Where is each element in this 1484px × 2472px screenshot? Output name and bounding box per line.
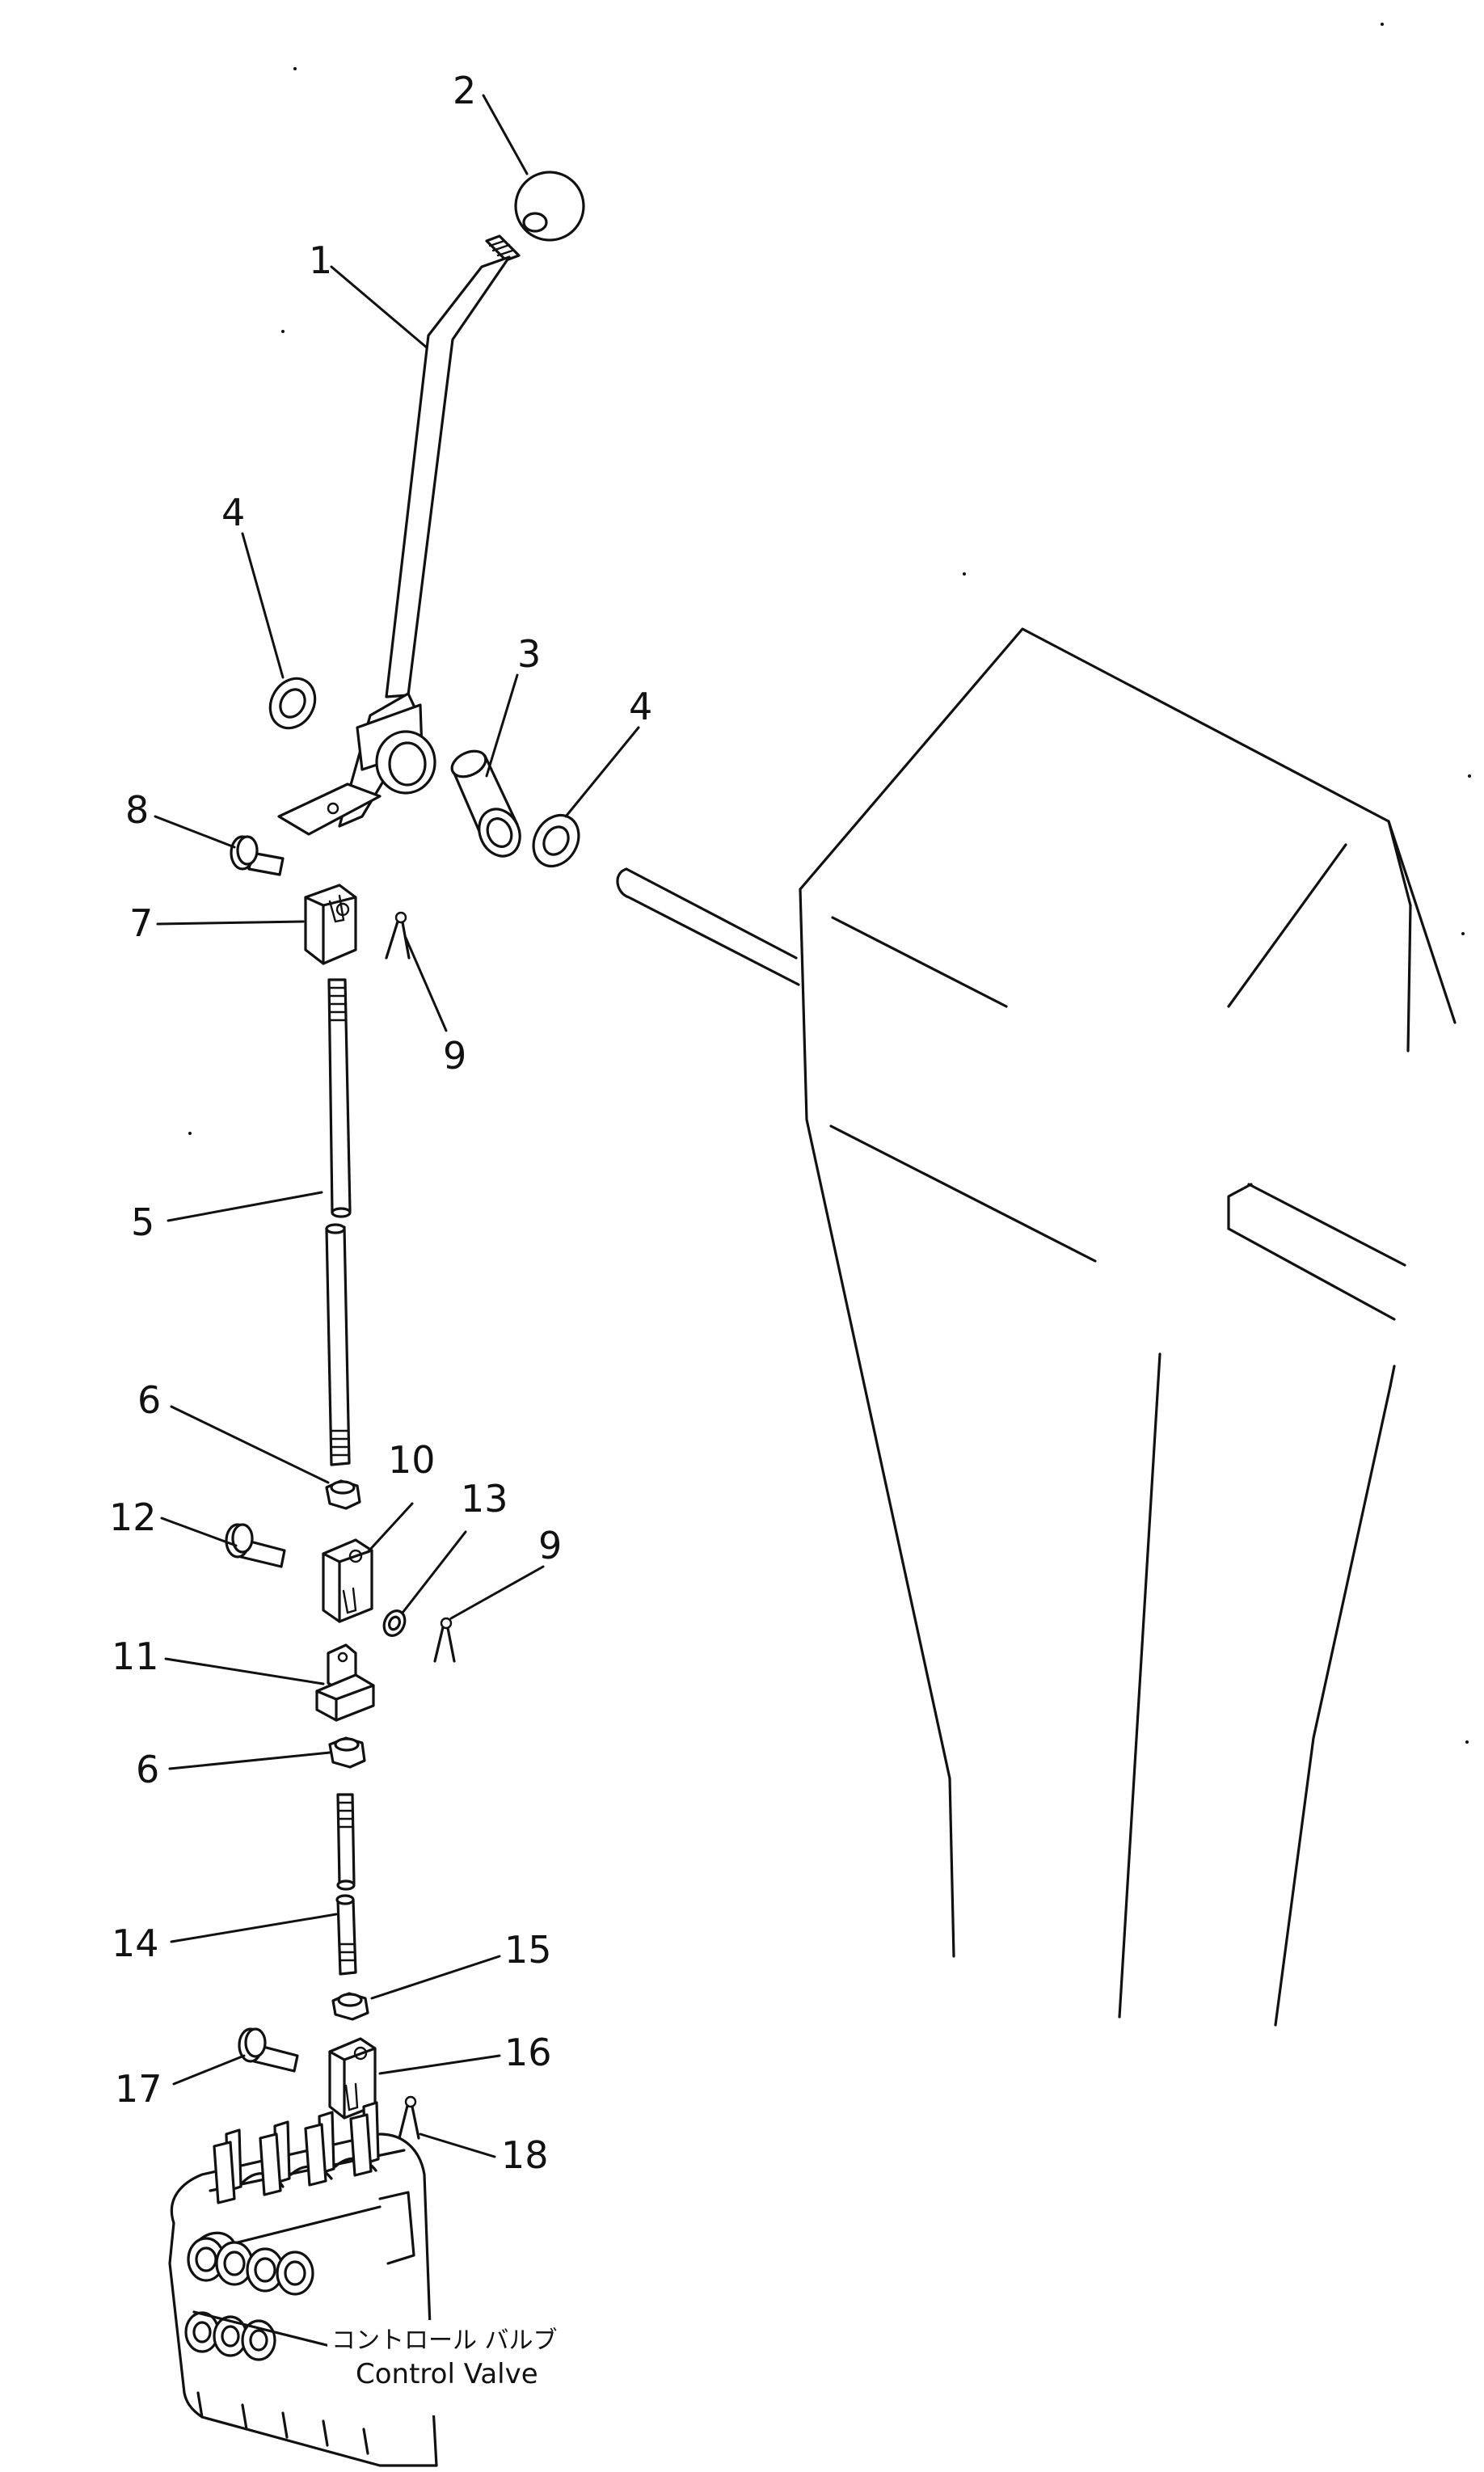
pin-part-8 [230, 835, 285, 876]
washer-part-4-left [268, 677, 317, 730]
callout-15: 15 [504, 1928, 552, 1972]
callout-9-upper: 9 [443, 1034, 466, 1078]
cotter-pin-part-18 [398, 2095, 420, 2140]
callout-14: 14 [112, 1921, 159, 1965]
washer-part-4-right [532, 814, 580, 867]
control-valve-label-en: Control Valve [356, 2358, 538, 2390]
callout-11: 11 [112, 1635, 159, 1678]
callout-17: 17 [115, 2067, 162, 2111]
callout-3: 3 [517, 632, 541, 676]
rod-part-5 [325, 978, 352, 1466]
callout-13: 13 [461, 1477, 508, 1521]
control-valve-caption: コントロール バルブ Control Valve [331, 2326, 558, 2390]
console-outline [616, 627, 1457, 2027]
nut-part-6-lower [328, 1736, 366, 1769]
cotter-pin-part-9-lower [433, 1617, 456, 1663]
rod-part-14 [335, 1793, 357, 1976]
washer-part-13 [382, 1609, 407, 1637]
callout-2: 2 [453, 69, 476, 112]
callout-16: 16 [504, 2031, 552, 2074]
pin-part-12 [225, 1523, 286, 1568]
callout-1: 1 [309, 238, 332, 282]
cotter-pin-part-9-upper [385, 911, 411, 960]
callout-5: 5 [131, 1200, 154, 1244]
control-valve-label-ja: コントロール バルブ [331, 2326, 558, 2355]
knob-part-2 [514, 171, 585, 242]
callout-6-lower: 6 [136, 1748, 159, 1791]
nut-part-6-upper [325, 1479, 361, 1510]
control-valve-assembly [168, 2101, 449, 2467]
callout-12: 12 [109, 1495, 157, 1539]
clevis-part-10 [322, 1538, 373, 1623]
callout-9-lower: 9 [538, 1524, 562, 1567]
callout-6-upper: 6 [137, 1378, 161, 1422]
callout-4-right: 4 [629, 685, 652, 728]
pin-part-17 [238, 2027, 299, 2073]
callout-10: 10 [388, 1438, 436, 1482]
callout-18: 18 [501, 2133, 549, 2177]
callout-7: 7 [129, 901, 153, 945]
nut-part-15 [331, 1992, 369, 2021]
speck-marks [188, 23, 1471, 1744]
callout-4-left: 4 [221, 491, 245, 534]
block-part-11 [315, 1643, 375, 1722]
callout-8: 8 [125, 788, 149, 832]
bushing-part-3 [450, 749, 521, 858]
callout-numbers: 2 1 4 3 4 8 7 9 5 6 10 12 13 9 11 6 14 1… [109, 69, 652, 2177]
leader-lines [154, 94, 640, 2158]
lever-part-1 [277, 234, 521, 836]
clevis-part-7 [304, 884, 357, 965]
